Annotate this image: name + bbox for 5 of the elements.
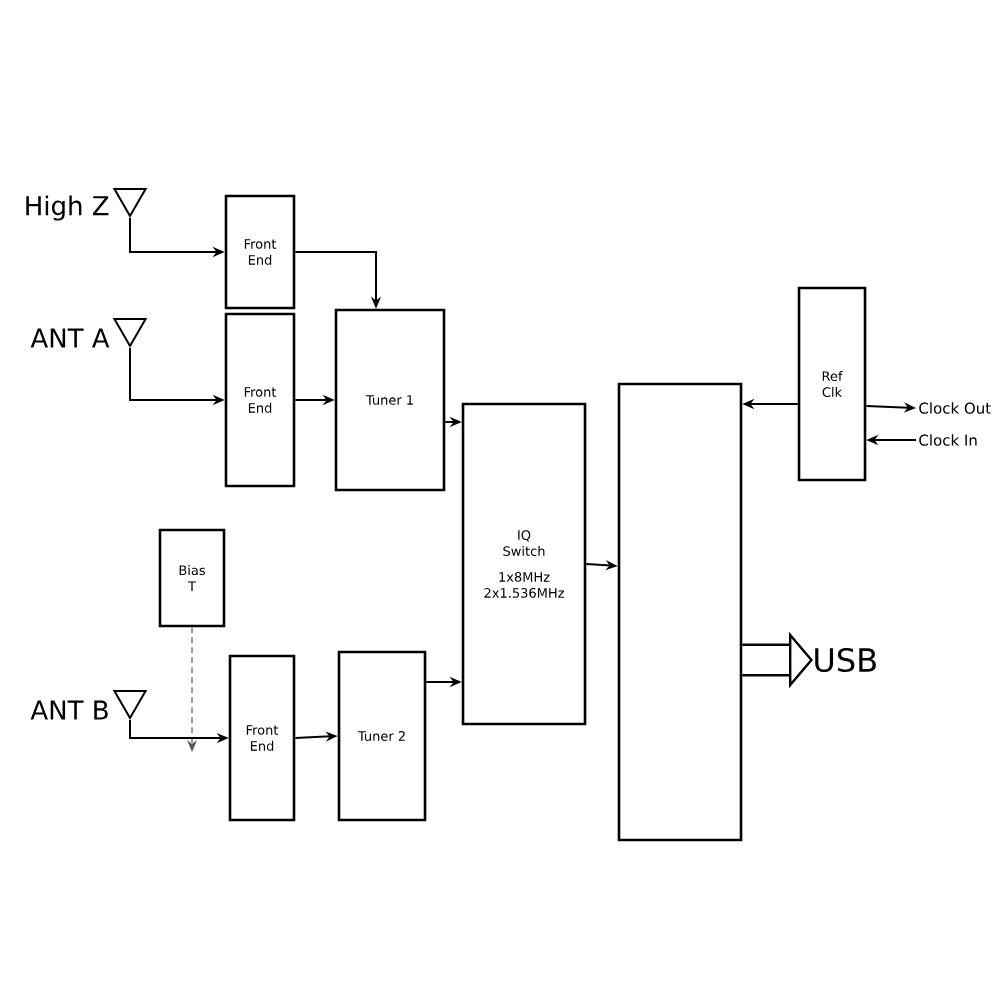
block-box [617, 382, 743, 842]
antenna-label: ANT A [30, 328, 110, 348]
signal-label: USB [815, 647, 876, 673]
antenna-label: High Z [26, 195, 109, 221]
antenna-label: ANT B [30, 700, 108, 720]
